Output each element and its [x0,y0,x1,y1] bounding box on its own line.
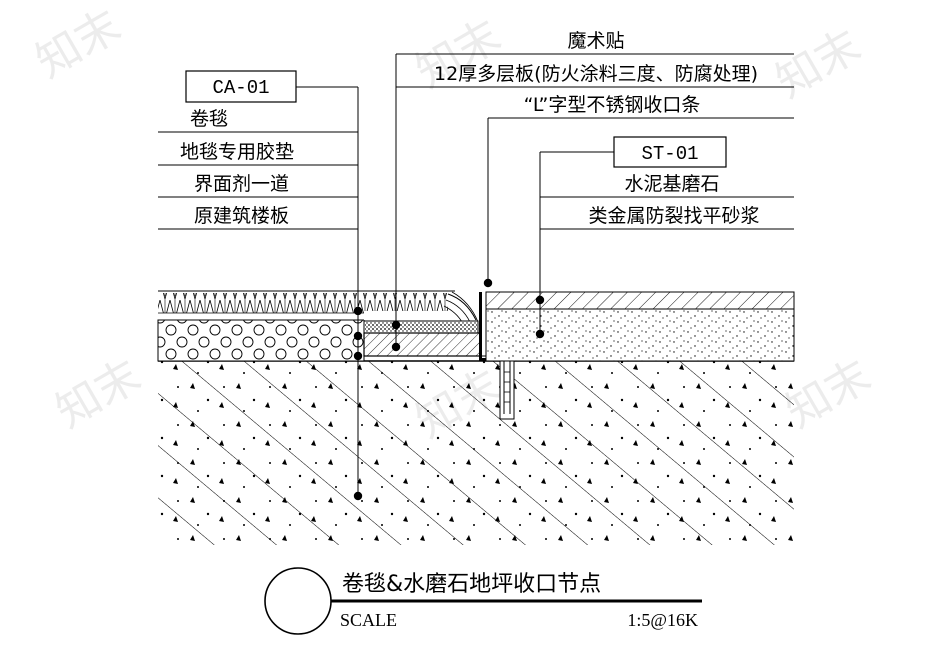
label-original-slab: 原建筑楼板 [194,205,289,227]
drawing-title: 卷毯&水磨石地坪收口节点 [342,572,601,597]
label-l-trim: “L”字型不锈钢收口条 [524,94,701,116]
leveling-mortar [485,308,795,362]
label-interface-agent: 界面剂一道 [194,173,289,195]
detail-number-circle [264,567,332,635]
plywood-board [363,332,490,357]
label-plywood: 12厚多层板(防火涂料三度、防腐处理) [434,63,758,85]
terrazzo-layer [485,291,795,310]
svg-text:知末: 知末 [768,20,870,108]
leader-dots [353,278,545,501]
leader-lines [158,53,794,496]
concrete-slab [158,360,794,545]
svg-text:知末: 知末 [48,350,150,438]
top-callout-labels: 魔术贴 12厚多层板(防火涂料三度、防腐处理) “L”字型不锈钢收口条 [434,30,758,116]
svg-text:知末: 知末 [28,0,130,88]
title-block: 卷毯&水磨石地坪收口节点 SCALE 1:5@16K [264,567,702,635]
carpet-underlay-pad [157,319,365,362]
scale-label: SCALE [340,610,397,630]
label-carpet-pad: 地毯专用胶垫 [180,141,294,163]
label-carpet: 卷毯 [190,108,228,130]
label-leveling-mortar: 类金属防裂找平砂浆 [588,205,759,227]
right-callout-labels: 水泥基磨石 类金属防裂找平砂浆 [588,173,759,227]
svg-text:CA-01: CA-01 [212,77,269,99]
svg-text:ST-01: ST-01 [641,143,698,165]
carpet-pile [158,290,479,323]
label-terrazzo: 水泥基磨石 [624,173,719,195]
scale-value: 1:5@16K [627,610,698,630]
velcro-strip [363,320,479,334]
stone-tag: ST-01 [613,136,727,168]
left-callout-labels: 卷毯 地毯专用胶垫 界面剂一道 原建筑楼板 [180,108,294,227]
carpet-tag: CA-01 [185,70,297,103]
label-velcro: 魔术贴 [567,30,624,52]
